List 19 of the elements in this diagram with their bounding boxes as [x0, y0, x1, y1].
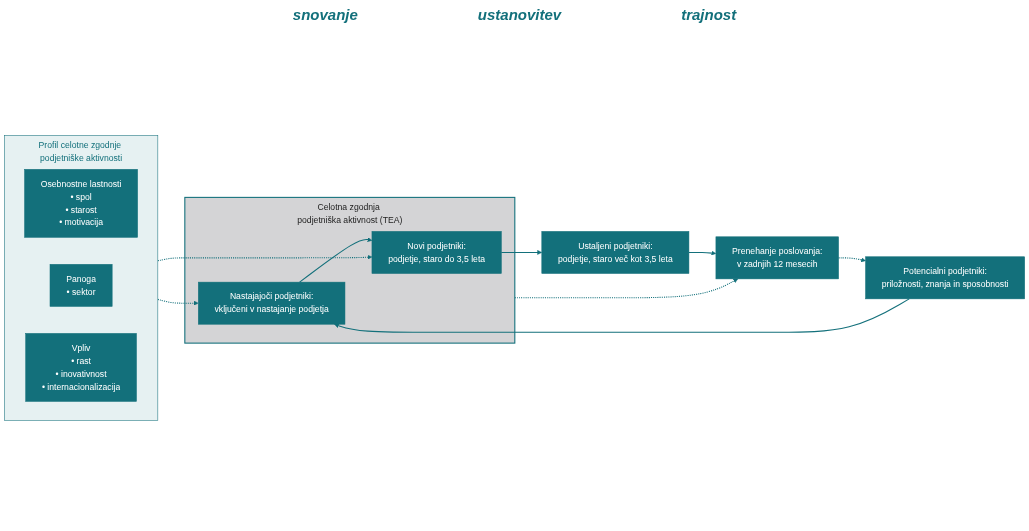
- node-box: Panoga • sektor: [49, 264, 113, 307]
- arrow: [334, 298, 910, 334]
- arrow: [500, 250, 542, 255]
- node-box: Potencialni podjetniki: priložnosti, znanja in sposobnosti: [865, 256, 1025, 300]
- arrow: [514, 278, 739, 299]
- stage-label: ustanovitev: [477, 6, 562, 23]
- node-box: Nastajajoči podjetniki: vključeni v nastajanje podjetja: [198, 282, 346, 325]
- arrow: [157, 255, 373, 262]
- arrow: [688, 250, 717, 256]
- node-box: Osebnostne lastnosti • spol • starost • motivacija: [24, 169, 138, 238]
- node-box: Novi podjetniki: podjetje, staro do 3,5 leta: [371, 231, 502, 274]
- stage-label: trajnost: [681, 6, 737, 23]
- stage-label: snovanje: [292, 6, 358, 23]
- arrow: [838, 257, 866, 263]
- arrow: [157, 299, 199, 306]
- node-box: Ustaljeni podjetniki: podjetje, staro več kot 3,5 leta: [541, 231, 690, 274]
- node-box: Prenehanje poslovanja: v zadnjih 12 mesecih: [715, 236, 839, 280]
- arrow: [299, 237, 373, 283]
- node-box: Vpliv • rast • inovativnost • internacionalizacija: [25, 333, 137, 402]
